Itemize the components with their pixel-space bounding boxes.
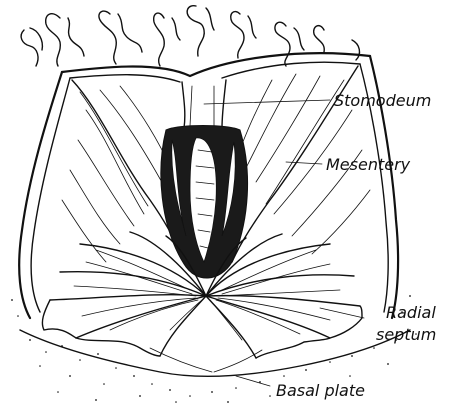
- radial-septum-label-line2: septum: [376, 325, 436, 344]
- basal-plate-label: Basal plate: [276, 381, 365, 400]
- basal-plate-leader: [236, 376, 270, 386]
- radial-septum-label-line1: Radial: [386, 303, 436, 322]
- stomodeum-label: Stomodeum: [334, 91, 431, 110]
- tentacles: [21, 6, 359, 66]
- radial-septum-leader: [320, 308, 364, 318]
- stomodeum-leader: [204, 100, 330, 104]
- mesentery-label: Mesentery: [326, 155, 411, 174]
